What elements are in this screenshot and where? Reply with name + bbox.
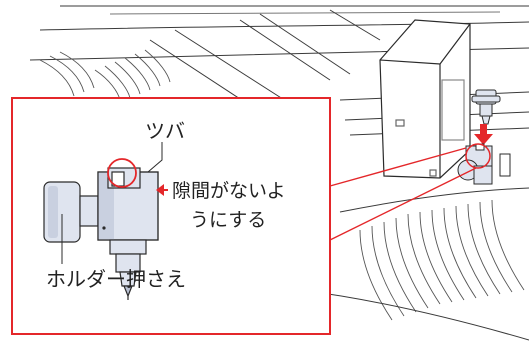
plotter-background bbox=[29, 5, 529, 341]
flange-callout-ring bbox=[107, 158, 137, 188]
gap-arrow bbox=[156, 184, 168, 196]
leader-lines bbox=[61, 142, 163, 264]
insert-arrow bbox=[474, 124, 493, 145]
carriage bbox=[379, 19, 471, 179]
holder-press-label: ホルダー押さえ bbox=[46, 267, 186, 291]
gap-label-line1: 隙間がないよ bbox=[172, 180, 286, 202]
gap-label-line2: うにする bbox=[190, 209, 266, 231]
callout-connectors bbox=[329, 147, 477, 241]
small-tool-holder bbox=[471, 89, 501, 125]
flange-label: ツバ bbox=[145, 119, 185, 143]
small-holder-clamp bbox=[457, 143, 511, 185]
small-callout-ring bbox=[465, 143, 491, 169]
